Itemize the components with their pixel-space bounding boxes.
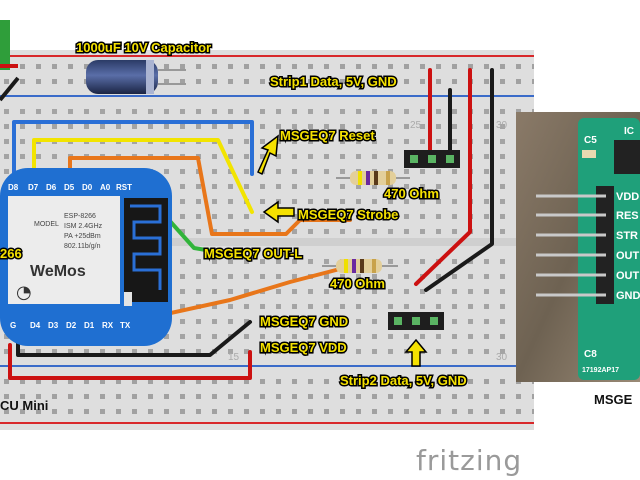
mcu-pin-label: D4 — [30, 321, 41, 330]
resistor-band — [360, 259, 364, 273]
capacitor-stripe — [146, 60, 154, 94]
yellow-strobe-wire — [32, 138, 254, 214]
mcu-pin-label: D8 — [8, 183, 19, 192]
mcu-pin-label: RX — [102, 321, 114, 330]
wemos-d1-mini: MODEL ESP-8266 ISM 2.4GHz PA +25dBm 802.… — [0, 168, 172, 346]
module-ism: ISM 2.4GHz — [64, 223, 103, 230]
top-left-green-wire — [0, 20, 10, 70]
module-brand: WeMos — [30, 263, 86, 280]
reset-arrow-icon — [257, 134, 279, 176]
wires — [8, 68, 494, 380]
header-pin — [428, 155, 436, 163]
strip1-red-wire-long — [414, 68, 472, 286]
capacitor-body — [86, 60, 158, 94]
resistor2-label: 470 Ohm — [330, 276, 385, 291]
fritzing-logo: fritzing — [416, 444, 522, 477]
module-model: MODEL — [34, 221, 59, 228]
mcu-antenna-trace — [130, 204, 162, 290]
msgeq-name-label: MSGE — [594, 392, 633, 407]
module-label-ic-code: 17192AP17 — [582, 367, 619, 374]
reset-label: MSGEQ7 Reset — [280, 128, 375, 143]
resistor-1 — [336, 171, 410, 185]
mcu-pin-label: D6 — [46, 183, 57, 192]
strip1-label: Strip1 Data, 5V, GND — [270, 74, 397, 89]
resistor-band — [366, 171, 370, 185]
top-left-black-wire — [0, 76, 20, 102]
module-label-ic: IC — [624, 126, 634, 137]
strip2-arrow-icon — [404, 338, 428, 367]
module-header-body — [596, 186, 614, 304]
header-pin — [410, 155, 418, 163]
module-smd-part — [582, 150, 596, 158]
module-pin-label: RES — [616, 210, 639, 222]
resistor-band — [358, 171, 362, 185]
mcu-pin-label: G — [10, 321, 16, 330]
wifi-icon: ◔ — [16, 282, 32, 303]
resistor1-label: 470 Ohm — [384, 186, 439, 201]
msgeq7-module: C5 IC VDD RES STR OUT OUT GND C8 17192AP… — [516, 112, 640, 382]
resistor-band — [352, 259, 356, 273]
resistor-band — [344, 259, 348, 273]
mcu-pin-label: RST — [116, 183, 132, 192]
resistor-band — [374, 171, 378, 185]
resistor-band — [372, 259, 376, 273]
strip2-label: Strip2 Data, 5V, GND — [340, 373, 467, 388]
black-gnd-wire — [16, 320, 252, 357]
module-chip — [614, 140, 640, 174]
capacitor — [86, 60, 186, 94]
mcu-esp-module — [8, 196, 120, 304]
module-label-c5: C5 — [584, 135, 597, 146]
vdd-label: MSGEQ7 VDD — [260, 340, 347, 355]
column-number: 25 — [410, 120, 422, 131]
module-pin-label: STR — [616, 230, 638, 242]
strip1-black-wire-long — [424, 68, 494, 292]
module-pa: PA +25dBm — [64, 233, 101, 240]
mcu-name-label: CU Mini — [0, 398, 48, 413]
mcu-pin-label: D2 — [66, 321, 77, 330]
outl-label: MSGEQ7 OUT-L — [204, 246, 302, 261]
column-number: 30 — [496, 120, 508, 131]
orange-wire-upper — [68, 156, 352, 236]
module-pin-label: GND — [616, 290, 640, 302]
strobe-label: MSGEQ7 Strobe — [298, 207, 398, 222]
gnd-label: MSGEQ7 GND — [260, 314, 348, 329]
header-pin — [394, 317, 402, 325]
module-label-c8: C8 — [584, 349, 597, 360]
column-number: 30 — [496, 352, 508, 363]
module-protocol: 802.11b/g/n — [64, 243, 101, 250]
annotation-arrows — [257, 134, 428, 367]
breadboard-center-channel — [0, 238, 534, 246]
header-pin — [446, 155, 454, 163]
mcu-pin-label: D5 — [64, 183, 75, 192]
mcu-pin-label: D0 — [82, 183, 93, 192]
mcu-pin-label: D3 — [48, 321, 59, 330]
module-pin-header — [536, 186, 614, 304]
mcu-pin-label: D7 — [28, 183, 39, 192]
header-pin — [430, 317, 438, 325]
mcu-pin-label: D1 — [84, 321, 95, 330]
blue-reset-wire — [12, 120, 254, 182]
red-vdd-wire — [8, 343, 252, 380]
module-chip-name: ESP-8266 — [64, 213, 96, 220]
top-rail-holes — [0, 58, 534, 88]
module-pin-label: VDD — [616, 191, 639, 203]
module-pin-label: OUT — [616, 250, 640, 262]
mcu-button — [124, 292, 132, 306]
resistor-band — [386, 171, 390, 185]
mcu-pin-label: TX — [120, 321, 131, 330]
strobe-arrow-icon — [262, 200, 295, 224]
column-number: 15 — [228, 352, 240, 363]
mcu-pin-label: A0 — [100, 183, 111, 192]
header-pin — [412, 317, 420, 325]
strip1-header — [404, 150, 460, 168]
chip-label-partial: 266 — [0, 246, 22, 261]
module-pin-label: OUT — [616, 270, 640, 282]
strip2-header — [388, 312, 444, 330]
resistor-2 — [322, 259, 398, 273]
capacitor-label: 1000uF 10V Capacitor — [76, 40, 211, 55]
